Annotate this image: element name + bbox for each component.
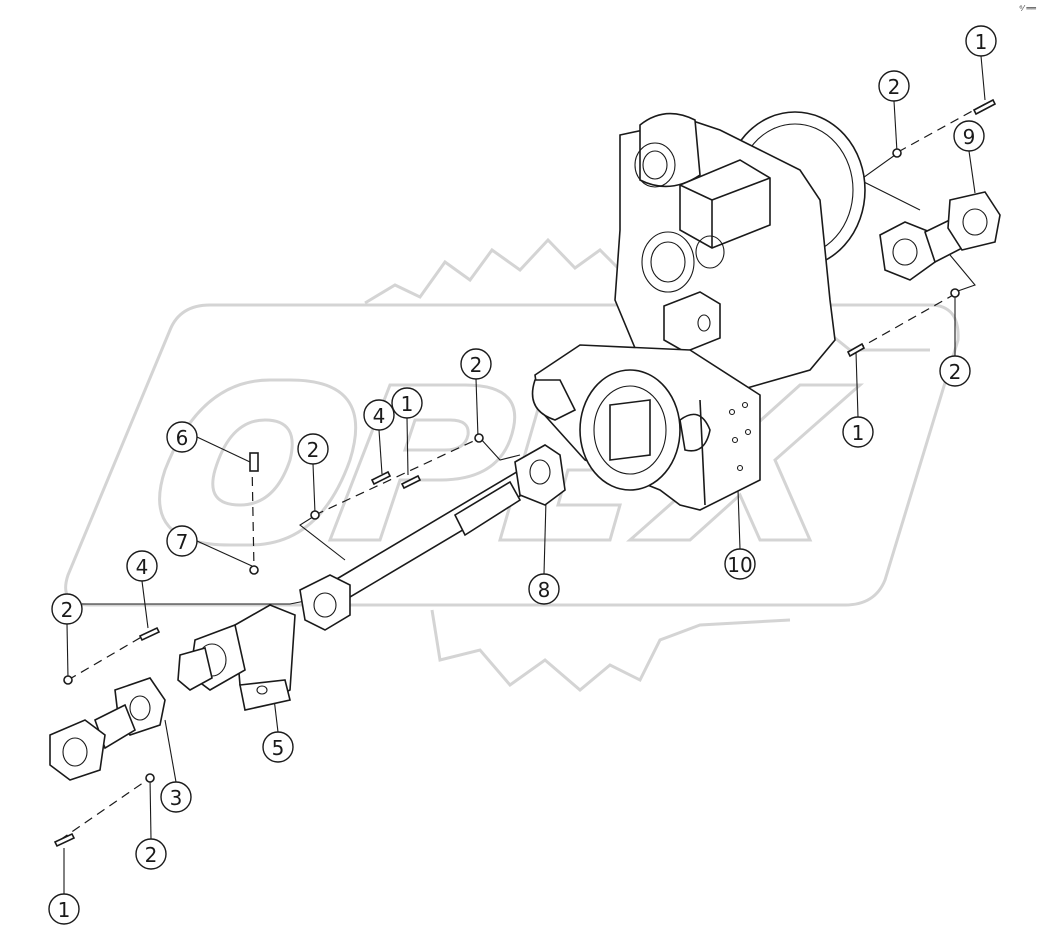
balloon-circle — [160, 781, 192, 813]
item-balloon-1: 1 — [48, 893, 80, 925]
balloon-circle — [363, 399, 395, 431]
balloon-circle — [135, 838, 167, 870]
balloon-label: 7 — [176, 530, 189, 554]
right-coupling-shaft — [879, 191, 1001, 281]
balloon-label: 6 — [176, 426, 189, 450]
item-balloon-2: 2 — [297, 433, 329, 465]
balloon-label: 8 — [538, 578, 551, 602]
balloon-label: 1 — [852, 421, 865, 445]
balloon-circle — [126, 550, 158, 582]
item-balloon-1: 1 — [391, 387, 423, 419]
balloon-circle — [939, 355, 971, 387]
watermark-frame — [64, 303, 960, 607]
balloon-label: 2 — [61, 598, 74, 622]
lower-housing-block — [531, 344, 761, 511]
fasteners — [53, 98, 997, 848]
balloon-label: 2 — [949, 360, 962, 384]
balloon-circle — [391, 387, 423, 419]
item-balloon-10: 10 — [724, 548, 756, 580]
balloon-circle — [842, 416, 874, 448]
balloon-circle — [262, 731, 294, 763]
item-balloon-5: 5 — [262, 731, 294, 763]
balloon-label: 4 — [373, 404, 386, 428]
item-balloon-3: 3 — [160, 781, 192, 813]
left-coupling-shaft — [49, 677, 166, 781]
balloon-label: 1 — [58, 898, 71, 922]
intermediate-bearing — [177, 604, 296, 711]
balloon-label: 9 — [963, 125, 976, 149]
balloon-circle — [51, 593, 83, 625]
item-balloon-2: 2 — [878, 70, 910, 102]
balloon-label: 5 — [272, 736, 285, 760]
balloon-circle — [528, 573, 560, 605]
balloon-circle — [965, 25, 997, 57]
item-balloon-1: 1 — [965, 25, 997, 57]
dashed-centerlines — [59, 103, 986, 841]
balloon-label: 3 — [170, 786, 183, 810]
balloon-circle — [166, 421, 198, 453]
item-balloon-2: 2 — [939, 355, 971, 387]
balloon-circle — [460, 348, 492, 380]
balloon-circle — [953, 120, 985, 152]
item-balloon-7: 7 — [166, 525, 198, 557]
balloon-label: 2 — [470, 353, 483, 377]
balloon-circle — [297, 433, 329, 465]
item-balloon-6: 6 — [166, 421, 198, 453]
balloon-label: 4 — [136, 555, 149, 579]
balloon-label: 1 — [401, 392, 414, 416]
gearbox-housing — [614, 111, 866, 391]
balloon-label: 10 — [727, 553, 752, 577]
item-balloon-1: 1 — [842, 416, 874, 448]
watermark-letter-p — [327, 383, 517, 542]
balloon-label: 2 — [888, 75, 901, 99]
item-balloon-4: 4 — [363, 399, 395, 431]
leader-lines — [63, 55, 986, 894]
balloon-label: 1 — [975, 30, 988, 54]
item-balloon-9: 9 — [953, 120, 985, 152]
balloon-circle — [878, 70, 910, 102]
item-balloon-2: 2 — [51, 593, 83, 625]
main-drive-shaft — [299, 444, 566, 631]
balloon-label: 2 — [307, 438, 320, 462]
balloon-circle — [48, 893, 80, 925]
item-balloon-2: 2 — [460, 348, 492, 380]
balloon-circle — [166, 525, 198, 557]
balloon-circle — [724, 548, 756, 580]
balloon-label: 2 — [145, 843, 158, 867]
corner-mark: ⁶⁄ ══ — [1019, 4, 1036, 13]
item-balloon-4: 4 — [126, 550, 158, 582]
item-balloon-8: 8 — [528, 573, 560, 605]
item-balloon-2: 2 — [135, 838, 167, 870]
